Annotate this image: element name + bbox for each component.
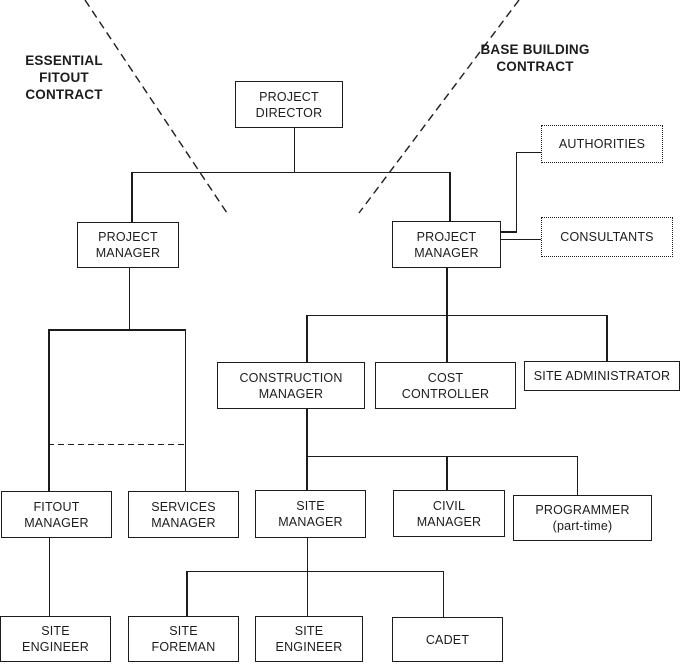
connector-fitout-bracket-dashed-divider [48,443,186,445]
connector-authorities-riser [515,152,517,233]
connector-base-bar [306,314,607,316]
connector-drop-cadet [442,571,444,617]
connector-pm-base-down [446,268,448,315]
connector-top-bar [131,171,450,173]
node-label: SITE ENGINEER [275,624,343,654]
contract-divider-right-dashed-line [358,0,520,214]
node-label: PROJECT MANAGER [95,230,161,260]
node-cadet: CADET [392,617,503,662]
node-civil-manager: CIVIL MANAGER [393,490,505,537]
connector-construction-bar [306,455,578,457]
contract-divider-left-dashed-line [84,0,228,214]
zone-label-essential-fitout-contract: ESSENTIAL FITOUT CONTRACT [14,52,114,103]
node-label: SITE ADMINISTRATOR [533,369,671,383]
zone-label-text: BASE BUILDING CONTRACT [480,42,590,74]
connector-fitout-bracket-top [48,329,186,331]
node-cost-controller: COST CONTROLLER [375,362,516,409]
connector-authorities-h2 [516,151,541,153]
node-label: CADET [425,632,470,647]
node-authorities: AUTHORITIES [541,125,663,163]
connector-drop-cost-controller [446,315,448,362]
node-fitout-manager: FITOUT MANAGER [1,491,112,538]
connector-construction-manager-down [306,409,308,490]
node-site-engineer-base: SITE ENGINEER [255,616,363,662]
node-label: SITE MANAGER [278,499,343,529]
connector-fitout-bracket-left [48,329,50,491]
node-label: SERVICES MANAGER [151,499,216,530]
node-label: SITE ENGINEER [22,624,89,654]
zone-label-text: ESSENTIAL FITOUT CONTRACT [25,53,103,102]
node-label: PROJECT MANAGER [414,229,479,260]
node-programmer: PROGRAMMER (part-time) [513,495,652,541]
node-project-manager-base: PROJECT MANAGER [392,221,501,268]
connector-fitout-bracket-right [184,329,186,491]
node-site-administrator: SITE ADMINISTRATOR [524,361,680,391]
node-services-manager: SERVICES MANAGER [128,491,239,538]
connector-drop-civil-manager [446,456,448,490]
node-label: CONSULTANTS [560,230,654,244]
node-site-manager: SITE MANAGER [255,490,366,538]
node-site-engineer-fitout: SITE ENGINEER [0,616,111,662]
connector-pm-fitout-down [128,268,130,329]
connector-drop-construction-manager [306,315,308,362]
connector-pm-base-to-authorities-h1 [500,231,517,233]
zone-label-base-building-contract: BASE BUILDING CONTRACT [470,41,600,75]
node-label: CONSTRUCTION MANAGER [239,370,343,401]
node-label: PROJECT DIRECTOR [255,89,323,120]
node-label: SITE FOREMAN [151,624,216,654]
connector-fitout-manager-down [48,538,50,616]
node-construction-manager: CONSTRUCTION MANAGER [217,362,365,409]
connector-drop-site-foreman [186,571,188,616]
connector-pm-base-to-consultants [500,238,541,240]
node-label: PROGRAMMER (part-time) [535,503,630,533]
node-label: COST CONTROLLER [401,370,490,401]
connector-site-manager-down [306,538,308,571]
connector-drop-pm-fitout [131,172,133,222]
node-site-foreman: SITE FOREMAN [128,616,239,662]
connector-drop-pm-base [449,172,451,222]
node-label: FITOUT MANAGER [24,499,89,530]
connector-director-down [293,128,295,173]
connector-drop-site-administrator [606,315,608,361]
connector-drop-programmer [576,456,578,495]
connector-site-bar [186,570,444,572]
node-label: CIVIL MANAGER [416,498,482,529]
node-label: AUTHORITIES [558,137,646,151]
connector-drop-site-engineer-base [306,571,308,616]
node-consultants: CONSULTANTS [541,217,673,257]
node-project-manager-fitout: PROJECT MANAGER [77,222,179,268]
node-project-director: PROJECT DIRECTOR [235,81,343,128]
